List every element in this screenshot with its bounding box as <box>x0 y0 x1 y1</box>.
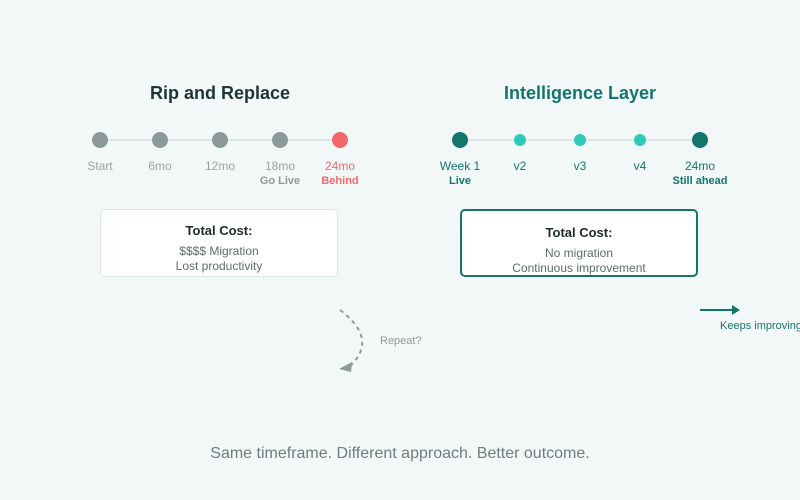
right-milestone-dot-ahead <box>692 132 708 148</box>
right-milestone-label: v2 <box>513 159 527 173</box>
repeat-loop-arrow <box>339 309 364 369</box>
right-milestone-label: v3 <box>573 159 587 173</box>
keeps-improving-label: Keeps improving <box>720 320 800 332</box>
right-milestone-dot <box>514 134 526 146</box>
repeat-label: Repeat? <box>380 335 422 347</box>
right-milestone-label: v4 <box>633 159 647 173</box>
left-milestone-label: 12mo <box>204 159 236 173</box>
right-milestone-label: Week 1 Live <box>439 159 481 187</box>
keeps-improving-arrowhead <box>732 305 740 315</box>
left-cost-title: Total Cost: <box>185 223 253 238</box>
left-milestone-label: 6mo <box>148 159 172 173</box>
rip-and-replace-title: Rip and Replace <box>149 83 291 103</box>
right-milestone-dot-live <box>452 132 468 148</box>
left-cost-line: $$$$ Migration <box>179 244 259 258</box>
left-milestone-label-behind: 24mo Behind <box>321 159 359 187</box>
repeat-arrowhead <box>339 362 352 372</box>
right-milestone-dot <box>634 134 646 146</box>
right-cost-line: Continuous improvement <box>512 261 646 275</box>
intelligence-layer-title: Intelligence Layer <box>503 83 657 103</box>
right-cost-title: Total Cost: <box>545 225 613 240</box>
left-milestone-dot <box>212 132 228 148</box>
left-cost-box: Total Cost: $$$$ Migration Lost producti… <box>100 209 338 277</box>
left-milestone-dot <box>272 132 288 148</box>
left-milestone-label: Start <box>87 159 113 173</box>
left-milestone-dot <box>92 132 108 148</box>
right-cost-line: No migration <box>544 246 614 260</box>
right-cost-box: Total Cost: No migration Continuous impr… <box>460 209 698 277</box>
left-milestone-label: 18mo Go Live <box>259 159 301 187</box>
left-milestone-dot-behind <box>332 132 348 148</box>
right-milestone-dot <box>574 134 586 146</box>
footer-tagline: Same timeframe. Different approach. Bett… <box>210 445 590 462</box>
left-milestone-dot <box>152 132 168 148</box>
left-cost-line: Lost productivity <box>175 259 263 273</box>
right-milestone-label: 24mo Still ahead <box>672 159 728 187</box>
